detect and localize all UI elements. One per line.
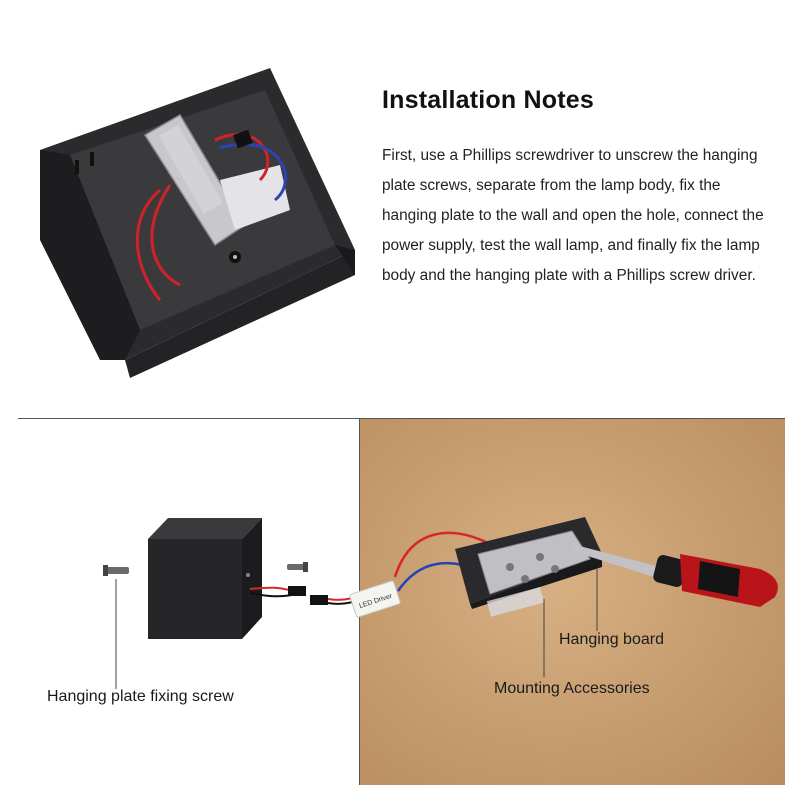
fixing-screw-right [287,562,308,572]
horizontal-divider [18,418,785,419]
driver-module: LED Driver [349,580,401,618]
label-mounting-accessories: Mounting Accessories [494,680,650,697]
installation-diagram: LED Driver [103,517,778,689]
label-hanging-board: Hanging board [559,631,664,648]
screwdriver [572,544,778,607]
wall-texture [360,419,785,785]
lamp-box-photo [40,68,355,378]
notes-title: Installation Notes [382,86,594,114]
wall-plate [455,517,602,617]
lamp-body [148,518,262,639]
fixing-screw-left [103,565,129,576]
label-fixing-screw: Hanging plate fixing screw [47,688,234,705]
installation-notes: Installation Notes First, use a Phillips… [382,86,772,291]
notes-body: First, use a Phillips screwdriver to uns… [382,147,764,284]
